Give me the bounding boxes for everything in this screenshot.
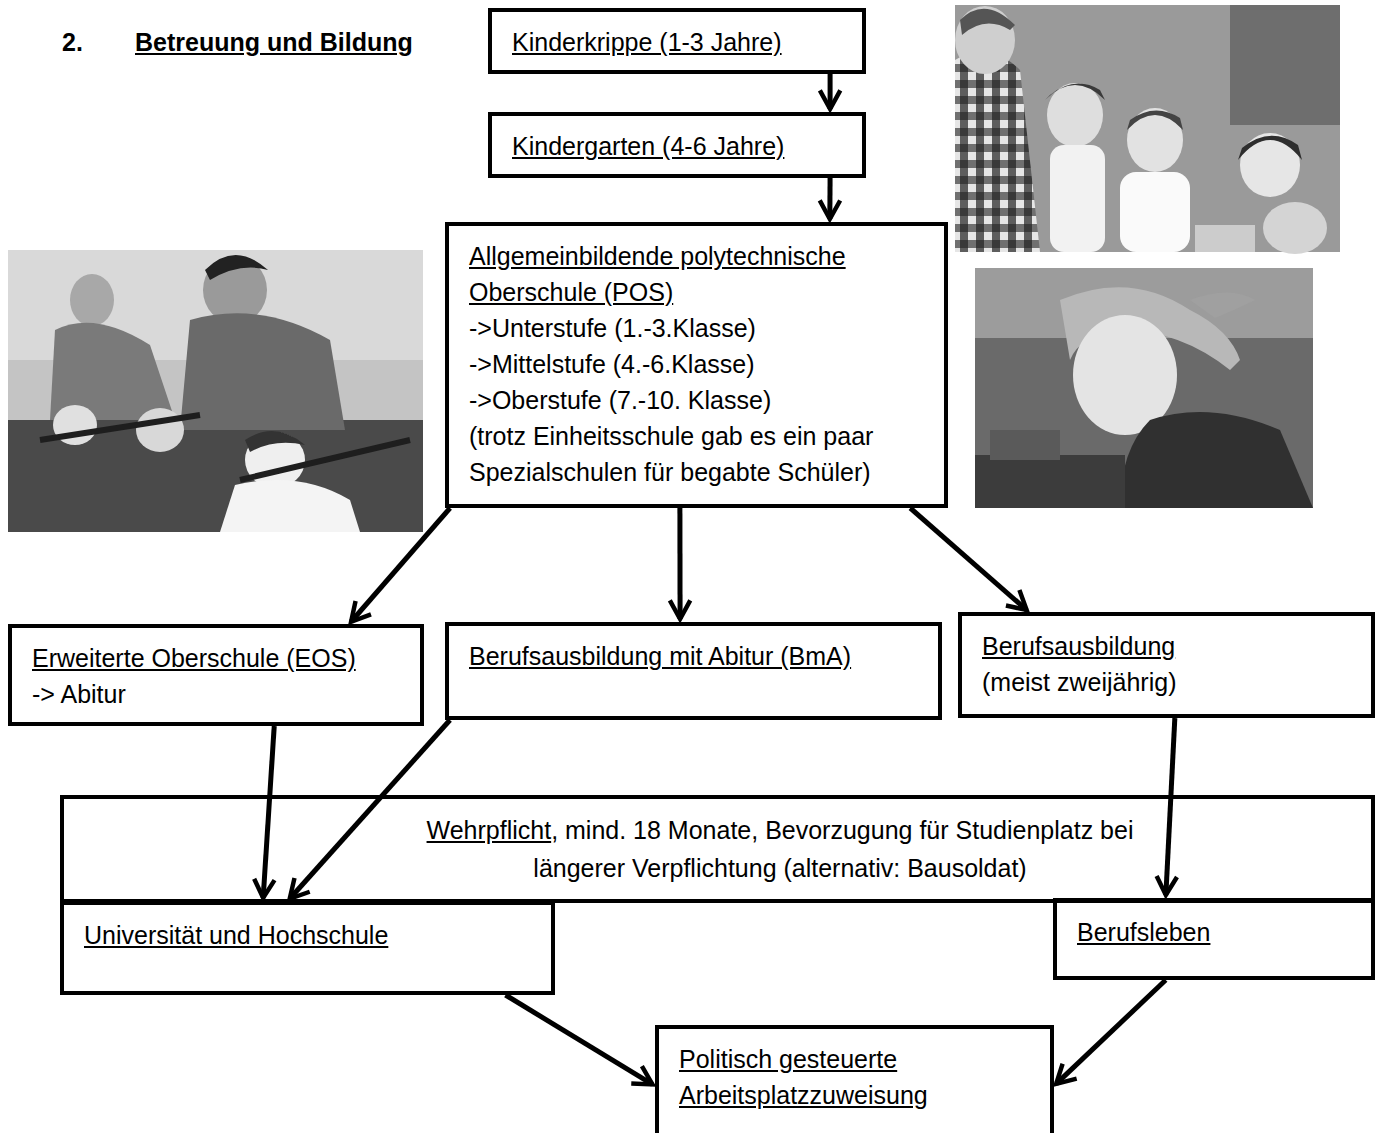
photo-rifle	[240, 440, 410, 480]
photo-figure	[1120, 172, 1190, 252]
photo-hair	[1045, 84, 1105, 100]
photo-head	[1047, 83, 1103, 147]
process-box: Berufsausbildung mit Abitur (BmA)	[445, 622, 942, 720]
flow-arrow	[1056, 980, 1166, 1084]
flow-arrow	[1166, 718, 1175, 895]
photo-bench	[975, 455, 1125, 508]
process-band: Wehrpflicht, mind. 18 Monate, Bevorzugun…	[60, 795, 1375, 903]
process-box: Allgemeinbildende polytechnische Obersch…	[445, 222, 948, 508]
box-text: ->Oberstufe (7.-10. Klasse)	[469, 382, 926, 418]
photo-wall	[1230, 5, 1340, 125]
process-box: Kinderkrippe (1-3 Jahre)	[488, 8, 866, 74]
section-title: Betreuung und Bildung	[135, 26, 413, 58]
flow-arrow	[290, 720, 450, 899]
process-box: Berufsleben	[1053, 898, 1375, 980]
box-text: , mind. 18 Monate, Bevorzugung für Studi…	[533, 816, 1133, 882]
photo-figure	[955, 52, 1040, 252]
flow-arrow	[506, 995, 653, 1084]
photo-hair	[205, 255, 268, 280]
process-box: Kindergarten (4-6 Jahre)	[488, 112, 866, 178]
photo-figure	[1050, 145, 1105, 252]
box-heading: Berufsausbildung	[982, 628, 1353, 664]
process-box: Berufsausbildung(meist zweijährig)	[958, 612, 1375, 718]
box-heading: Berufsleben	[1077, 914, 1353, 950]
process-box: Erweiterte Oberschule (EOS)-> Abitur	[8, 624, 424, 726]
box-text: ->Unterstufe (1.-3.Klasse)	[469, 310, 926, 346]
photo-hair	[245, 431, 305, 452]
photo-hair	[960, 9, 1015, 35]
photo-figure	[1120, 412, 1313, 508]
box-text: (meist zweijährig)	[982, 664, 1353, 700]
box-text: (trotz Einheitsschule gab es ein paar Sp…	[469, 418, 926, 490]
photo-figure	[1195, 225, 1255, 252]
flow-arrow	[910, 508, 1026, 610]
flow-arrow	[677, 508, 682, 619]
box-heading: Allgemeinbildende polytechnische Obersch…	[469, 238, 926, 310]
photo-ground	[8, 250, 423, 532]
box-heading: Kinderkrippe (1-3 Jahre)	[512, 24, 844, 60]
box-heading: Kindergarten (4-6 Jahre)	[512, 128, 844, 164]
photo-hair	[1190, 293, 1255, 319]
photo-figure	[220, 480, 360, 532]
box-heading: Politisch gesteuerte Arbeitsplatzzuweisu…	[679, 1041, 1032, 1113]
flow-arrow	[263, 726, 274, 898]
box-heading: Wehrpflicht	[427, 816, 552, 844]
section-number: 2.	[62, 26, 83, 58]
box-heading: Erweiterte Oberschule (EOS)	[32, 640, 402, 676]
flow-arrow	[827, 178, 832, 219]
process-box: Politisch gesteuerte Arbeitsplatzzuweisu…	[655, 1025, 1054, 1133]
photo-head	[1263, 202, 1327, 254]
process-box: Universität und Hochschule	[60, 901, 555, 995]
photo-hair	[1238, 136, 1302, 160]
box-text: ->Mittelstufe (4.-6.Klasse)	[469, 346, 926, 382]
photo-kindergarten	[955, 5, 1340, 254]
photo-workshop	[975, 268, 1313, 508]
photo-hair	[1127, 110, 1183, 130]
photo-figure	[180, 313, 345, 430]
photo-head	[70, 274, 114, 326]
box-text: -> Abitur	[32, 676, 402, 712]
photo-vise	[990, 430, 1060, 460]
flow-arrow	[351, 508, 450, 622]
photo-training	[8, 250, 423, 532]
photo-head	[955, 6, 1015, 74]
photo-figure	[50, 323, 175, 420]
photo-head	[1127, 108, 1183, 172]
photo-head	[136, 408, 184, 452]
box-heading: Universität und Hochschule	[84, 917, 533, 953]
photo-ground	[975, 268, 1313, 508]
flow-arrow	[828, 74, 833, 109]
photo-rifle	[40, 415, 200, 440]
box-heading: Berufsausbildung mit Abitur (BmA)	[469, 638, 920, 674]
